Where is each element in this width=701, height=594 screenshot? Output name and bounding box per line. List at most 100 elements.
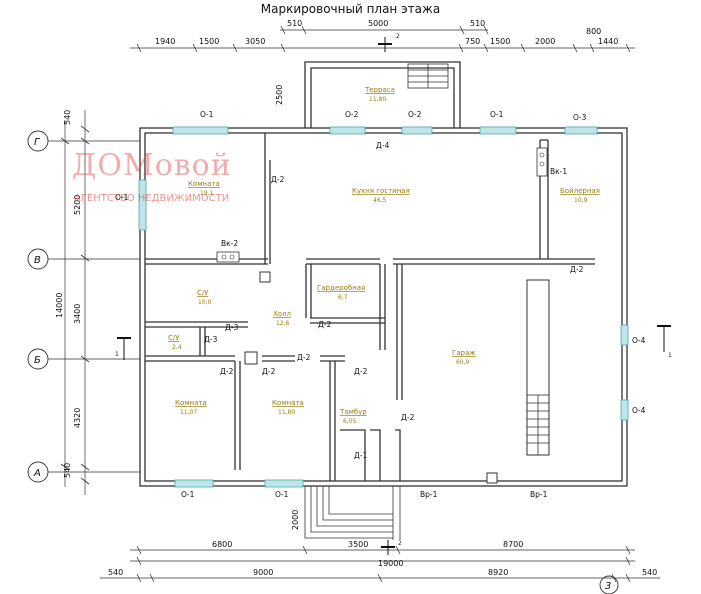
room-boiler-area: 10,9 xyxy=(574,197,588,204)
room-hall-name: Холл xyxy=(273,310,291,318)
room-boiler-name: Бойлерная xyxy=(560,187,600,195)
mark-o1-c: О-1 xyxy=(115,193,129,202)
room-kitchen-name: Кухня гостиная xyxy=(352,187,410,195)
walls xyxy=(139,61,628,487)
dim-bottom-b: 8920 xyxy=(488,568,508,577)
room-wardrobe-area: 6,7 xyxy=(338,294,348,301)
mark-vr1-a: Вр-1 xyxy=(420,490,438,499)
dim-top-3: 3050 xyxy=(245,37,265,46)
mark-d2-a: Д-2 xyxy=(271,175,285,184)
plan-title: Маркировочный план этажа xyxy=(260,2,441,16)
stairs xyxy=(304,63,550,540)
dim-bottom-edge-left: 540 xyxy=(108,568,123,577)
axis-3: 3 xyxy=(599,575,619,594)
mark-o2-a: О-2 xyxy=(345,110,359,119)
mark-o1-b: О-1 xyxy=(490,110,504,119)
section-mark-left: 1 xyxy=(115,337,131,360)
svg-text:А: А xyxy=(33,468,41,479)
mark-d3-a: Д-3 xyxy=(225,323,239,332)
room-2-area: 11,07 xyxy=(180,409,197,416)
mark-d1: Д-1 xyxy=(354,451,368,460)
bottom-dimensions: 2 6800 3500 8700 19000 540 9000 8920 540 xyxy=(100,540,660,583)
mark-o4-a: О-4 xyxy=(632,336,646,345)
axis-v: В xyxy=(27,248,140,270)
svg-text:2: 2 xyxy=(398,540,402,547)
section-mark-top: 2 xyxy=(378,33,400,52)
mark-o4-b: О-4 xyxy=(632,406,646,415)
mark-o1-a: О-1 xyxy=(200,110,214,119)
mark-o1-d: О-1 xyxy=(181,490,195,499)
dim-top-10: 800 xyxy=(586,27,601,36)
room-wc-area: 10,0 xyxy=(198,299,212,306)
dim-bottom-total: 19000 xyxy=(378,559,403,568)
axis-markers: Г В Б А 3 xyxy=(27,130,619,594)
room-garage-area: 60,9 xyxy=(456,359,470,366)
room-2-name: Комната xyxy=(175,399,207,407)
room-terrace-name: Терраса xyxy=(364,86,395,94)
mark-d2-h: Д-2 xyxy=(401,413,415,422)
room-kitchen-area: 46,5 xyxy=(373,197,387,204)
dim-terrace: 2500 xyxy=(275,85,284,105)
watermark-logo: ДОМовой xyxy=(72,148,232,183)
dim-bottom-a: 9000 xyxy=(253,568,273,577)
room-hall-area: 12,6 xyxy=(276,320,290,327)
mark-vk1: Вк-1 xyxy=(550,167,567,176)
dim-top-9: 2000 xyxy=(535,37,555,46)
watermark-tagline: АГЕНТСТВО НЕДВИЖИМОСТИ xyxy=(74,193,230,204)
mark-d2-g: Д-2 xyxy=(354,367,368,376)
dim-left-5: 4320 xyxy=(73,408,82,428)
svg-text:1: 1 xyxy=(115,351,119,358)
dim-bottom-right: 8700 xyxy=(503,540,523,549)
dim-top-11: 1440 xyxy=(598,37,618,46)
mark-o2-b: О-2 xyxy=(408,110,422,119)
dim-top-7: 750 xyxy=(465,37,480,46)
dim-bottom-edge-right: 540 xyxy=(642,568,657,577)
mark-d2-c: Д-2 xyxy=(318,320,332,329)
dim-left-4: 3400 xyxy=(73,304,82,324)
mark-vr1-b: Вр-1 xyxy=(530,490,548,499)
mark-o3: О-3 xyxy=(573,113,587,122)
room-1-area: 19,1 xyxy=(200,190,214,197)
room-3-name: Комната xyxy=(272,399,304,407)
svg-text:3: 3 xyxy=(605,581,611,592)
svg-text:1: 1 xyxy=(668,352,672,359)
dim-left-2: 5200 xyxy=(73,195,82,215)
mark-o1-e: О-1 xyxy=(275,490,289,499)
axis-b: Б xyxy=(27,348,140,370)
room-terrace-area: 11,80 xyxy=(369,96,386,103)
mark-vk2: Вк-2 xyxy=(221,239,238,248)
mark-d3-b: Д-3 xyxy=(204,335,218,344)
svg-text:Б: Б xyxy=(34,355,41,366)
top-dimensions: 1940 1500 3050 510 5000 510 750 1500 200… xyxy=(130,19,635,53)
mark-d4: Д-4 xyxy=(376,141,390,150)
dim-porch: 2000 xyxy=(291,510,300,530)
dim-left-6: 540 xyxy=(63,463,72,478)
svg-text:В: В xyxy=(34,255,41,266)
svg-text:Г: Г xyxy=(34,137,41,148)
room-wc2-name: С/У xyxy=(168,334,180,342)
room-garage-name: Гараж xyxy=(452,349,476,357)
mark-d2-f: Д-2 xyxy=(297,353,311,362)
section-mark-right: 1 xyxy=(657,325,672,359)
mark-d2-d: Д-2 xyxy=(220,367,234,376)
room-1-name: Комната xyxy=(188,180,220,188)
axis-g: Г xyxy=(27,130,140,152)
dim-bottom-mid: 3500 xyxy=(348,540,368,549)
room-wc2-area: 2,4 xyxy=(172,344,182,351)
room-wardrobe-name: Гардеробная xyxy=(317,284,365,292)
dim-top-2: 1500 xyxy=(199,37,219,46)
room-vestibule-name: Тамбур xyxy=(339,408,367,416)
dim-bottom-left: 6800 xyxy=(212,540,232,549)
dim-left-1: 540 xyxy=(63,110,72,125)
room-vestibule-area: 6,05 xyxy=(343,418,357,425)
svg-text:2: 2 xyxy=(396,33,400,40)
dim-left-3: 14000 xyxy=(55,293,64,318)
room-labels: Терраса 11,80 Комната 19,1 Кухня гостина… xyxy=(168,86,600,425)
axis-a: А xyxy=(27,461,140,483)
room-wc-name: С/У xyxy=(197,289,209,297)
room-3-area: 11,80 xyxy=(278,409,295,416)
opening-marks: О-1 О-2 О-2 О-1 О-3 О-1 О-4 О-4 О-1 О-1 … xyxy=(115,110,646,499)
dim-top-1: 1940 xyxy=(155,37,175,46)
dim-top-4: 510 xyxy=(287,19,302,28)
